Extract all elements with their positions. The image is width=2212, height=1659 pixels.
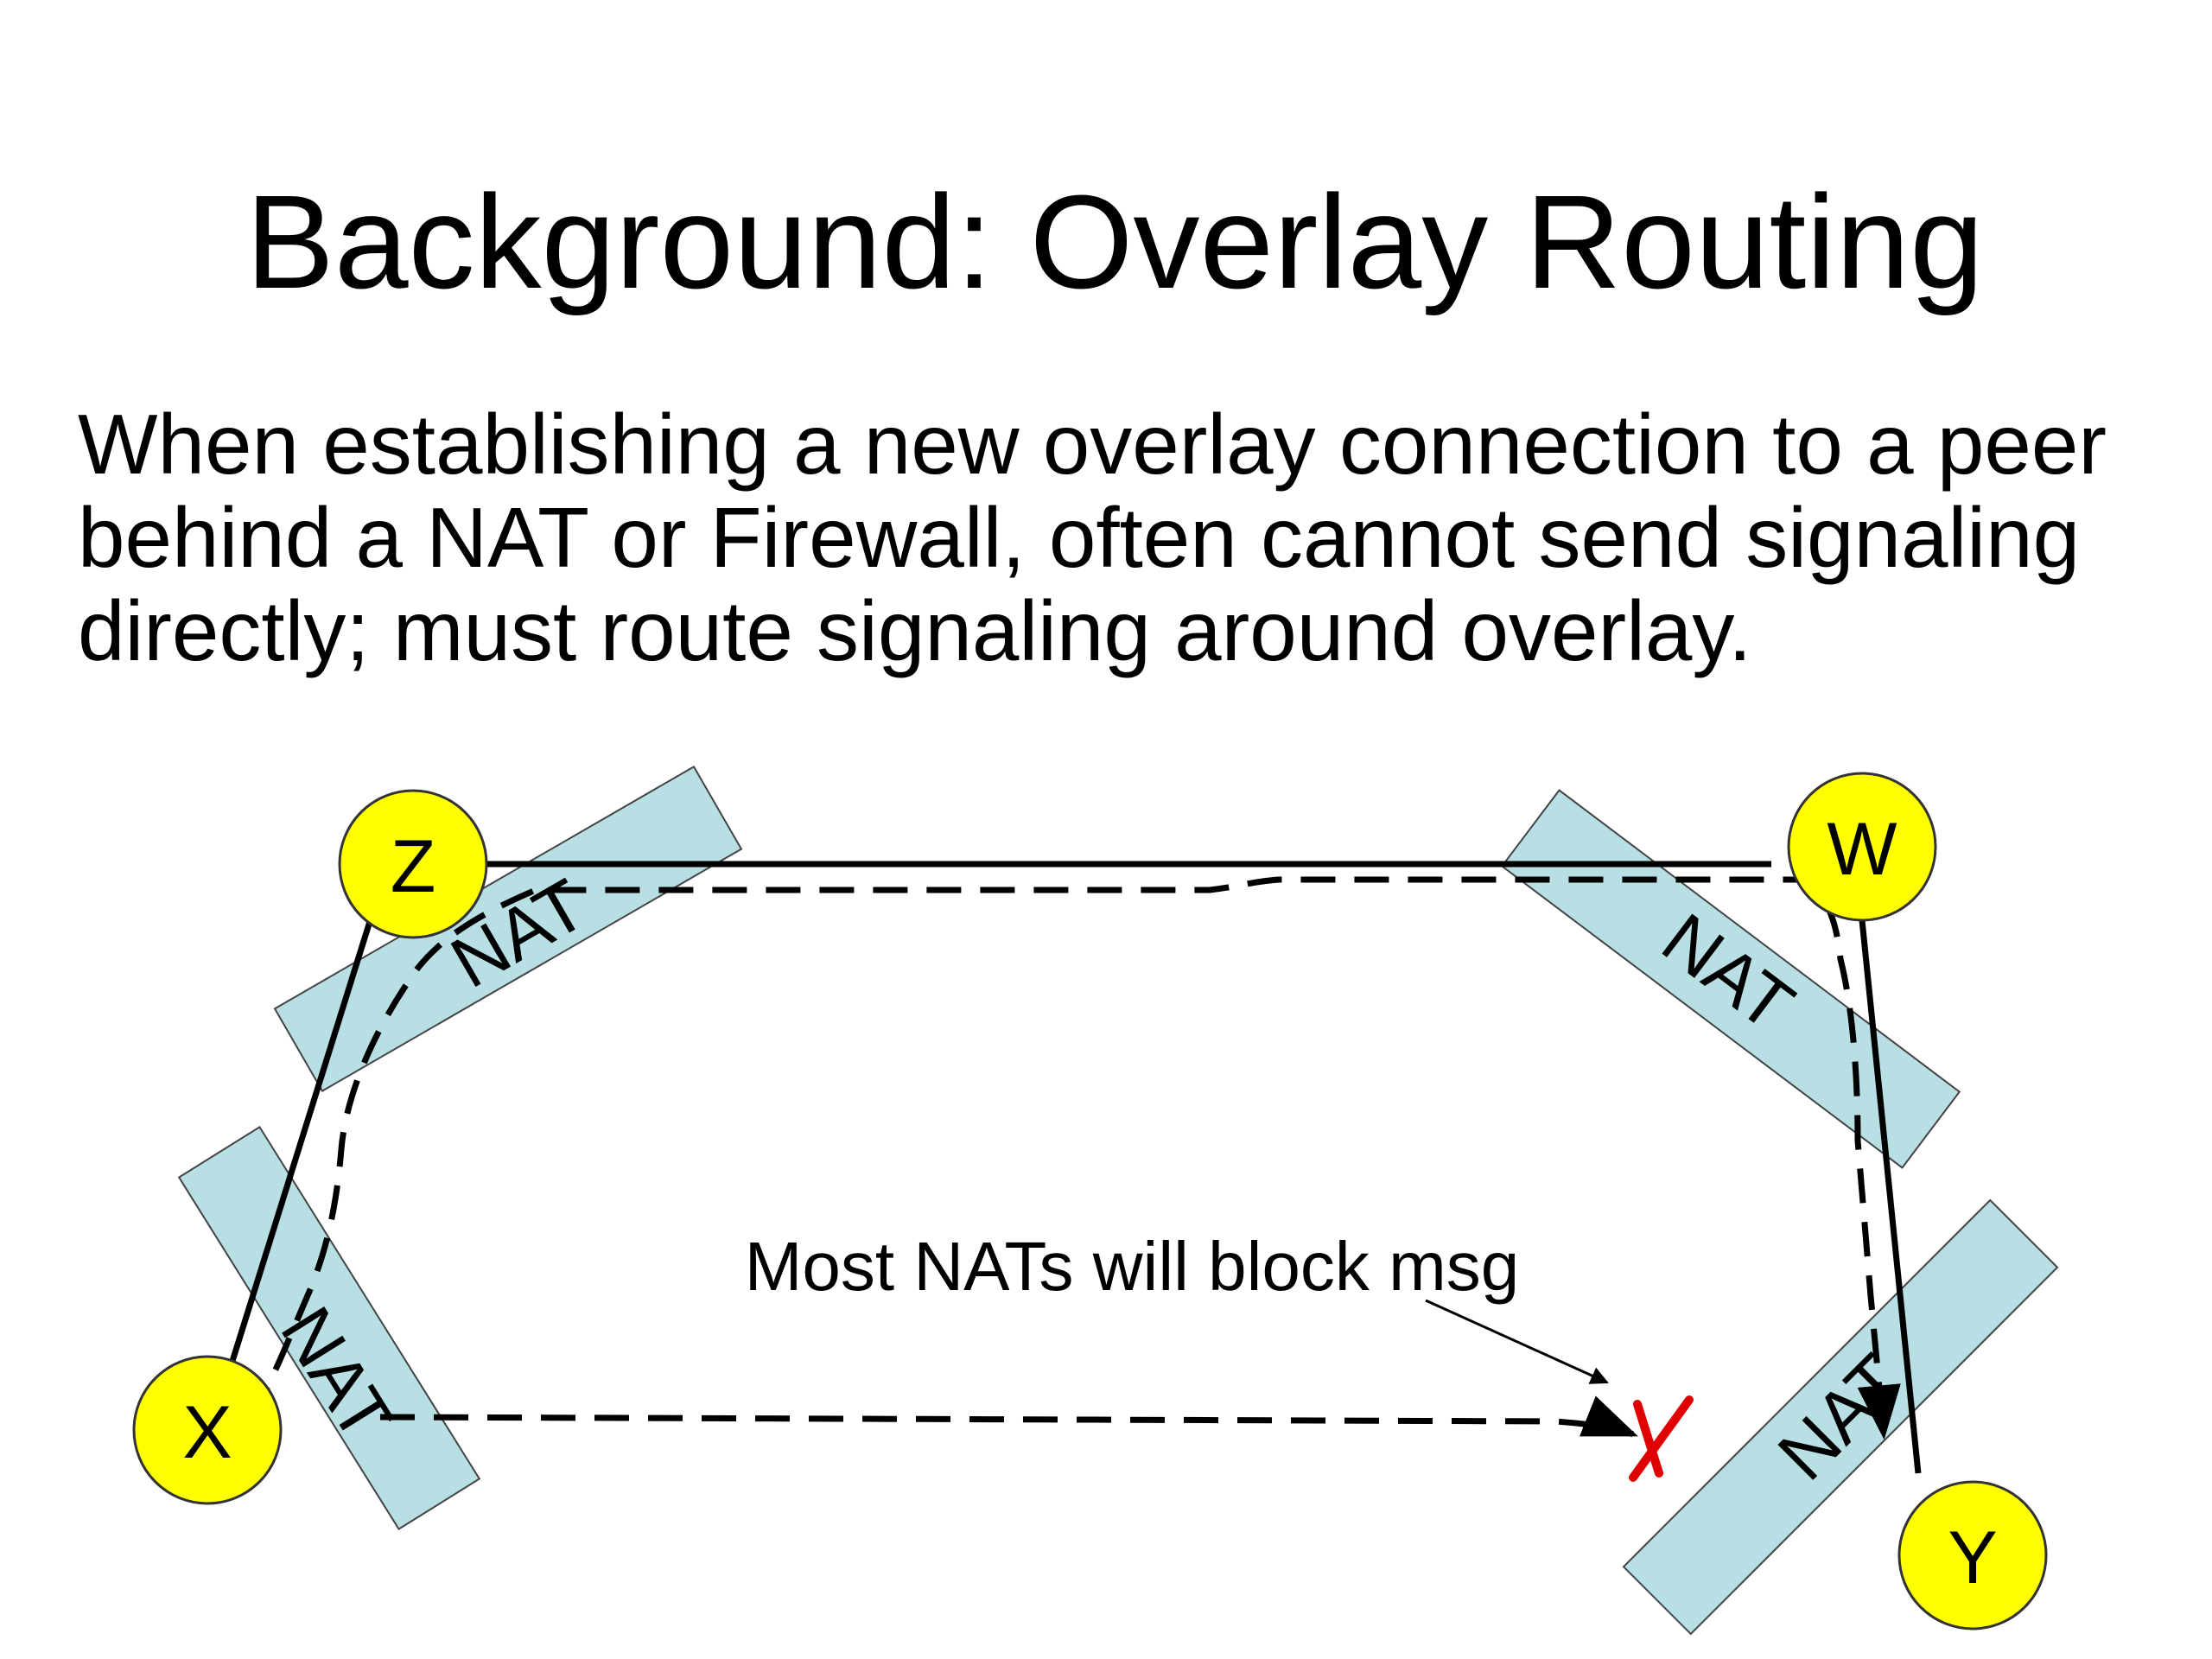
blocked-marker bbox=[1629, 1395, 1694, 1482]
annotation-text: Most NATs will block msg bbox=[745, 1228, 1519, 1305]
node-y: Y bbox=[1897, 1480, 2048, 1630]
body-line: directly; must route signaling around ov… bbox=[78, 583, 1752, 678]
slide-title: Background: Overlay Routing bbox=[245, 168, 1984, 316]
overlay-links bbox=[217, 861, 1922, 1474]
direct-blocked-path bbox=[379, 1395, 1638, 1438]
nat-box-z: NAT bbox=[273, 766, 743, 1092]
body-line: When establishing a new overlay connecti… bbox=[78, 397, 2107, 492]
link-z-x bbox=[217, 914, 375, 1402]
node-z: Z bbox=[338, 789, 488, 939]
node-w: W bbox=[1787, 772, 1937, 922]
link-w-y bbox=[1859, 919, 1922, 1474]
body-line: behind a NAT or Firewall, often cannot s… bbox=[78, 490, 2081, 585]
node-label: W bbox=[1827, 808, 1897, 891]
annotation-pointer bbox=[1425, 1299, 1609, 1384]
node-label: X bbox=[182, 1391, 232, 1474]
node-x: X bbox=[132, 1355, 283, 1505]
node-label: Z bbox=[391, 825, 436, 908]
routed-signaling-path bbox=[248, 876, 1901, 1440]
body-paragraph: When establishing a new overlay connecti… bbox=[78, 397, 2195, 677]
node-label: Y bbox=[1948, 1516, 1997, 1599]
